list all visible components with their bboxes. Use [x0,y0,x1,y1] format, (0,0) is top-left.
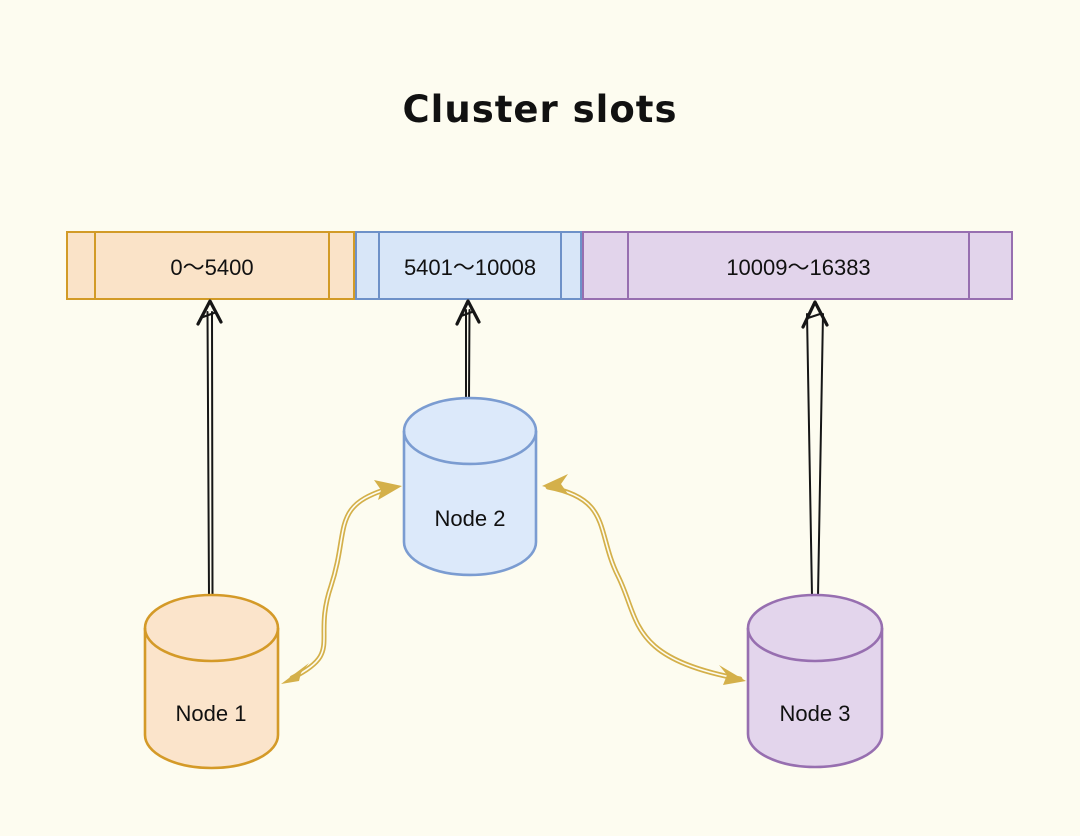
slot-segment-3-left-cell [584,233,629,298]
slot-segment-3: 10009～16383 [582,231,1013,300]
arrowhead-to-node2-left [374,480,402,500]
node-3-cylinder: Node 3 [746,593,884,769]
node-2-label: Node 2 [435,506,506,531]
slot-segment-3-label: 10009～16383 [726,254,871,280]
page-title: Cluster slots [402,88,678,131]
slot-segment-1: 0～5400 [66,231,355,300]
node-1-label: Node 1 [176,701,247,726]
gold-arrow-node2-node3 [542,474,746,685]
node-1-cylinder: Node 1 [143,593,280,770]
slot-segment-1-left-cell [68,233,96,298]
black-arrow-node2-to-segment2 [455,299,481,400]
black-arrow-node3-to-segment3 [801,300,829,597]
gold-arrow-node1-node2 [281,480,402,684]
node-3-label: Node 3 [780,701,851,726]
slot-segment-2-label: 5401～10008 [403,254,537,280]
arrowhead-to-node3 [719,665,746,685]
slot-segment-1-right-cell [328,233,353,298]
slot-bar: 0～5400 5401～10008 10009～16383 [66,231,1013,300]
arrowhead-to-node1 [281,663,309,684]
black-arrow-node1-to-segment1 [196,299,223,597]
slot-segment-2-left-cell [357,233,380,298]
slot-segment-2-right-cell [560,233,580,298]
node-2-cylinder: Node 2 [402,396,538,577]
slot-segment-1-label: 0～5400 [170,254,254,280]
arrowhead-to-node2-right [542,474,568,494]
slot-segment-3-right-cell [968,233,1011,298]
slot-segment-2: 5401～10008 [355,231,582,300]
